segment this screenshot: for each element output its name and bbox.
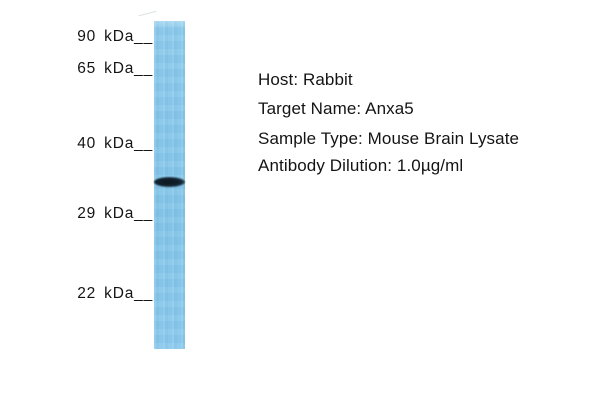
protein-band (154, 177, 185, 187)
info-line-sample: Sample Type: Mouse Brain Lysate (258, 129, 520, 148)
info-line-target: Target Name: Anxa5 (258, 99, 414, 118)
blot-lane (154, 21, 185, 349)
info-line-dilution: Antibody Dilution: 1.0µg/ml (258, 156, 464, 175)
marker-label-22kda: 22 kDa__ (77, 285, 153, 302)
marker-label-29kda: 29 kDa__ (77, 205, 153, 222)
info-line-host: Host: Rabbit (258, 70, 353, 89)
marker-label-40kda: 40 kDa__ (77, 135, 153, 152)
scratch-artifact (138, 10, 158, 21)
marker-label-90kda: 90 kDa__ (77, 28, 153, 45)
marker-label-65kda: 65 kDa__ (77, 60, 153, 77)
